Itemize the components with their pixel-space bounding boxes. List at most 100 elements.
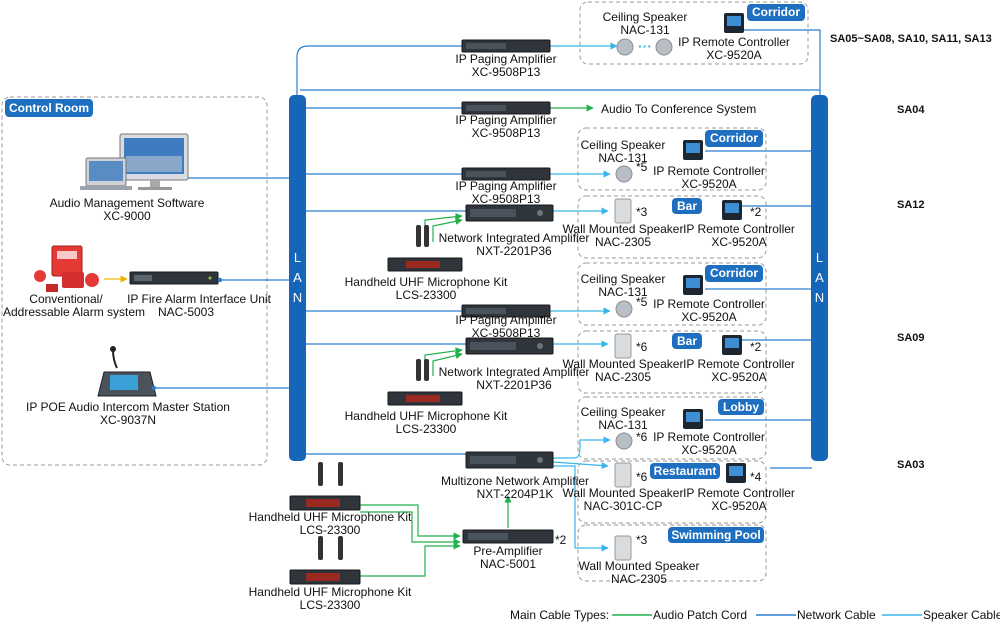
ceiling-name-c2: Ceiling Speaker	[581, 138, 666, 152]
restaurant-tag: Restaurant	[650, 463, 720, 479]
corridor-zone-2	[577, 127, 767, 191]
network-integrated-amplifier-2[interactable]	[465, 337, 554, 355]
ceiling-model-top: NAC-131	[620, 23, 670, 37]
wall-model-bar2: NAC-2305	[595, 370, 651, 384]
corridor-tag-3: Corridor	[705, 265, 763, 282]
software-model: XC-9000	[103, 209, 151, 223]
zone-code-sa04: SA04	[897, 104, 925, 116]
fire-interface-unit[interactable]	[129, 271, 219, 285]
remote-controller-icon[interactable]	[722, 335, 742, 355]
multizone-model: NXT-2204P1K	[477, 487, 554, 501]
cable-legend: Main Cable Types: Audio Patch Cord Netwo…	[510, 608, 1000, 622]
qty-wall-bar2: *6	[636, 340, 648, 354]
paging-amplifier-2[interactable]	[461, 101, 551, 115]
corridor-zone-3	[577, 262, 767, 326]
ceiling-speaker-icon	[615, 165, 633, 183]
lan-bar-left[interactable]: L A N	[289, 95, 306, 461]
legend-speaker: Speaker Cable	[923, 608, 1000, 622]
qty-ceiling-c3: *5	[636, 295, 648, 309]
remote-controller-icon[interactable]	[683, 140, 703, 160]
microphone-kit-3[interactable]	[289, 462, 361, 511]
multizone-amplifier[interactable]	[465, 451, 554, 469]
corridor-tag-2: Corridor	[705, 130, 763, 147]
lan-label-right-a: A	[815, 270, 824, 285]
bar-zone-1	[577, 195, 767, 259]
remote-name-restaurant: IP Remote Controller	[683, 486, 795, 500]
microphone-kit-1[interactable]	[387, 225, 463, 272]
nia-1-model: NXT-2201P36	[476, 244, 552, 258]
remote-name-bar1: IP Remote Controller	[683, 222, 795, 236]
bar-zone-2	[577, 330, 767, 394]
wall-speaker-icon	[614, 333, 632, 359]
paging-amp-1-name: IP Paging Amplifier	[455, 52, 556, 66]
ceiling-model-c3: NAC-131	[598, 285, 648, 299]
mic-kit-3-model: LCS-23300	[300, 523, 361, 537]
ceiling-speaker-icon	[655, 38, 673, 56]
paging-amplifier-3[interactable]	[461, 167, 551, 181]
paging-amp-2-name: IP Paging Amplifier	[455, 113, 556, 127]
computer-icon[interactable]	[80, 133, 189, 190]
network-integrated-amplifier-1[interactable]	[465, 204, 554, 222]
conference-text: Audio To Conference System	[601, 102, 756, 116]
remote-name-lobby: IP Remote Controller	[653, 430, 765, 444]
svg-text:Restaurant: Restaurant	[654, 464, 717, 478]
wall-name-bar2: Wall Mounted Speaker	[563, 357, 684, 371]
ceiling-name-lobby: Ceiling Speaker	[581, 405, 666, 419]
remote-controller-icon[interactable]	[683, 409, 703, 429]
mic-kit-3-name: Handheld UHF Microphone Kit	[249, 510, 412, 524]
paging-amp-4-model: XC-9508P13	[472, 326, 541, 340]
dots-more: ···	[638, 38, 652, 54]
qty-wall-bar1: *3	[636, 205, 648, 219]
remote-controller-icon[interactable]	[724, 13, 744, 33]
restaurant-zone	[577, 460, 767, 524]
intercom-name: IP POE Audio Intercom Master Station	[26, 400, 230, 414]
remote-model-bar2: XC-9520A	[711, 370, 766, 384]
remote-name-top: IP Remote Controller	[678, 35, 790, 49]
ceiling-speaker-icon	[615, 432, 633, 450]
remote-model-lobby: XC-9520A	[681, 443, 736, 457]
paging-amplifier-1[interactable]	[461, 39, 551, 53]
lan-label-right-n: N	[815, 290, 824, 305]
remote-model-bar1: XC-9520A	[711, 235, 766, 249]
svg-text:Bar: Bar	[677, 334, 697, 348]
legend-network: Network Cable	[797, 608, 876, 622]
fire-interface-name: IP Fire Alarm Interface Unit	[127, 292, 271, 306]
preamp-name: Pre-Amplifier	[473, 544, 542, 558]
remote-name-c2: IP Remote Controller	[653, 164, 765, 178]
wall-speaker-icon	[614, 462, 632, 488]
paging-amplifier-4[interactable]	[461, 304, 551, 318]
software-name: Audio Management Software	[50, 196, 205, 210]
svg-text:Control Room: Control Room	[9, 101, 89, 115]
control-room-zone	[1, 96, 268, 466]
swimming-pool-tag: Swimming Pool	[668, 527, 764, 543]
bar-tag-1: Bar	[672, 198, 702, 214]
intercom-station-icon[interactable]	[97, 346, 157, 397]
remote-controller-icon[interactable]	[722, 200, 742, 220]
remote-controller-icon[interactable]	[683, 275, 703, 295]
nia-2-model: NXT-2201P36	[476, 378, 552, 392]
lan-bar-right[interactable]: L A N	[811, 95, 828, 461]
qty-ceiling-c2: *5	[636, 160, 648, 174]
connector-dot	[151, 385, 157, 391]
bar-tag-2: Bar	[672, 333, 702, 349]
remote-controller-icon[interactable]	[726, 463, 746, 483]
lan-label-left-l: L	[294, 250, 301, 265]
svg-text:Corridor: Corridor	[710, 266, 758, 280]
pre-amplifier[interactable]	[462, 529, 554, 544]
microphone-kit-4[interactable]	[289, 536, 361, 585]
lan-label-right-l: L	[816, 250, 823, 265]
svg-text:Corridor: Corridor	[752, 5, 800, 19]
zone-code-sa12: SA12	[897, 199, 925, 211]
ceiling-name-top: Ceiling Speaker	[603, 10, 688, 24]
svg-text:Lobby: Lobby	[723, 400, 759, 414]
qty-wall-restaurant: *6	[636, 470, 648, 484]
alarm-name-2: Addressable Alarm system	[3, 305, 145, 319]
microphone-kit-2[interactable]	[387, 359, 463, 406]
svg-text:Corridor: Corridor	[710, 131, 758, 145]
wall-name-bar1: Wall Mounted Speaker	[563, 222, 684, 236]
paging-amp-1-model: XC-9508P13	[472, 65, 541, 79]
wall-speaker-icon	[614, 535, 632, 561]
paging-amp-2-model: XC-9508P13	[472, 126, 541, 140]
zone-code-top: SA05~SA08, SA10, SA11, SA13	[830, 33, 992, 45]
